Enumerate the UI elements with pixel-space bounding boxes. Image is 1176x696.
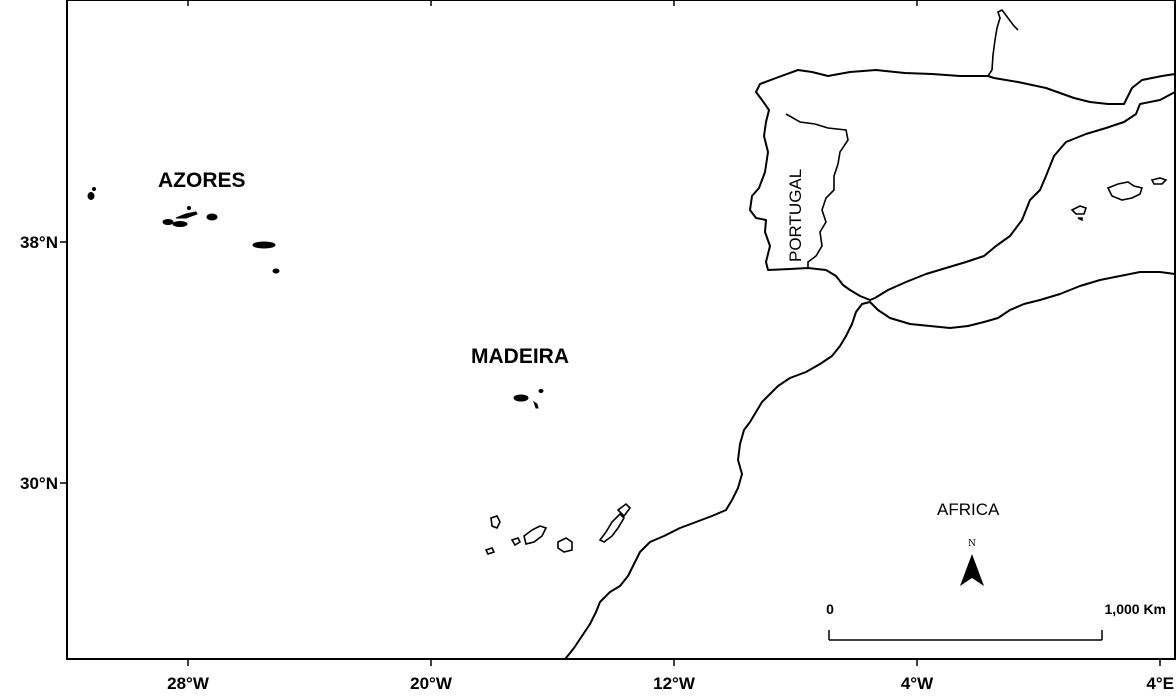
y-tick-label: 38°N xyxy=(20,233,58,252)
x-tick-label: 4°W xyxy=(901,674,934,693)
balearic-islands xyxy=(1070,177,1168,222)
portugal-spain-border xyxy=(785,113,849,268)
top-ticks xyxy=(187,0,918,6)
scale-end-label: 1,000 Km xyxy=(1105,601,1166,617)
x-tick-label: 12°W xyxy=(653,674,696,693)
x-tick-label: 28°W xyxy=(167,674,210,693)
scale-bar: 0 1,000 Km xyxy=(826,601,1166,641)
iberia-coastline xyxy=(749,69,1176,301)
y-axis-labels: 38°N 30°N xyxy=(20,233,58,493)
y-tick-label: 30°N xyxy=(20,474,58,493)
x-axis-ticks xyxy=(187,659,1161,666)
azores-islands xyxy=(87,187,280,274)
map-frame xyxy=(66,0,1176,660)
x-tick-label: 20°W xyxy=(410,674,453,693)
label-africa: AFRICA xyxy=(937,500,1000,519)
label-azores: AZORES xyxy=(158,169,246,192)
africa-coastline xyxy=(565,271,1176,659)
canary-islands xyxy=(484,502,632,555)
label-madeira: MADEIRA xyxy=(471,345,569,368)
france-border xyxy=(987,8,1019,77)
y-axis-ticks xyxy=(60,241,67,484)
north-arrow-icon: N xyxy=(960,539,984,586)
scale-start-label: 0 xyxy=(826,601,834,617)
x-tick-label: 4°E xyxy=(1146,674,1174,693)
x-axis-labels: 28°W 20°W 12°W 4°W 4°E xyxy=(167,674,1174,693)
label-portugal: PORTUGAL xyxy=(786,169,805,262)
madeira-islands xyxy=(513,389,544,409)
north-label: N xyxy=(968,539,976,549)
